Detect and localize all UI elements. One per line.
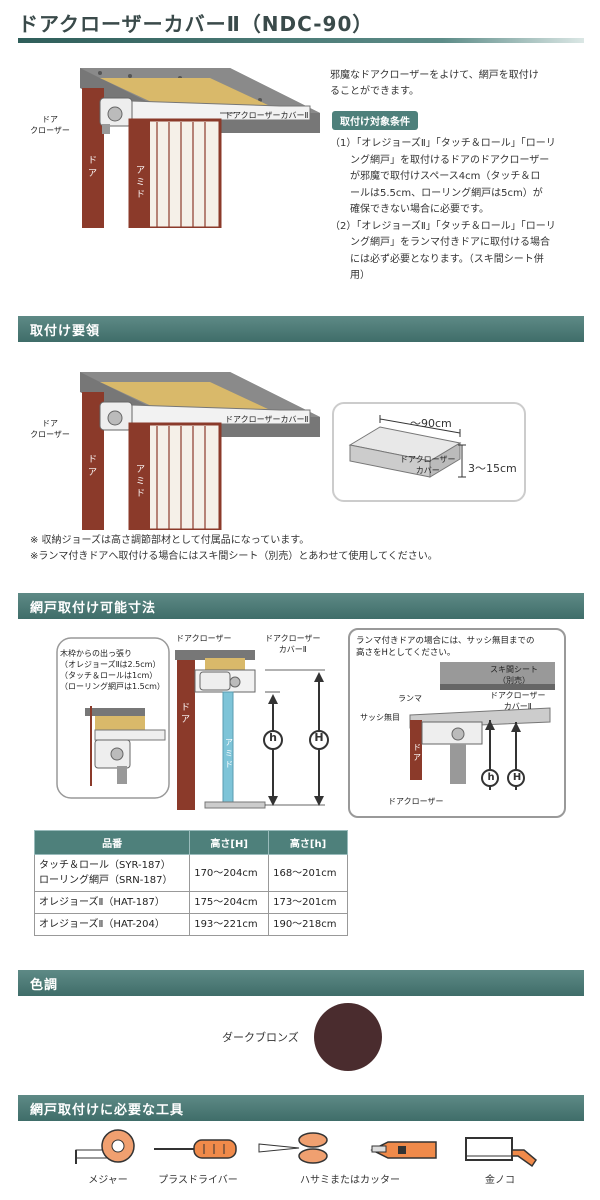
spec-cell-height-small: 168～201cm <box>268 854 348 892</box>
label-gap-sheet: スキ間シート （別売） <box>490 665 538 685</box>
spec-cell-model: オレジョーズⅡ（HAT-187） <box>33 891 191 914</box>
rail-detail-illustration <box>348 415 466 478</box>
hacksaw-icon <box>465 1137 537 1168</box>
install-label-cover: ドアクローザーカバーⅡ <box>225 415 309 424</box>
title-underline <box>18 38 584 43</box>
spec-header-model: 品番 <box>33 830 191 855</box>
ranma-illustration: ド ア <box>409 662 555 790</box>
svg-text:ア: ア <box>181 715 190 725</box>
tape-measure-icon <box>75 1129 135 1164</box>
spec-cell-height-big: 175～204cm <box>189 891 270 914</box>
svg-text:ド: ド <box>88 156 97 166</box>
section-install-header: 取付け要領 <box>18 316 584 342</box>
spec-header-height-big: 高さ[H] <box>189 830 270 855</box>
spec-cell-height-small: 190～218cm <box>268 913 348 936</box>
svg-text:ド: ド <box>225 760 233 769</box>
svg-text:ミ: ミ <box>136 477 145 487</box>
protrusion-zoom-illustration <box>56 637 170 799</box>
mid-label-cover: ドアクローザー カバーⅡ <box>265 634 321 654</box>
table-row: オレジョーズⅡ（HAT-187） 175～204cm 173～201cm <box>33 891 348 914</box>
height-measure-illustration: ド ア ア ミ ド <box>175 650 329 810</box>
ranma-label-h-small: h <box>487 772 495 783</box>
ranma-label-cover: ドアクローザー カバーⅡ <box>490 691 546 711</box>
svg-text:ド: ド <box>88 455 97 465</box>
spec-cell-model: タッチ＆ロール（SYR-187） ローリング網戸（SRN-187） <box>33 854 191 892</box>
svg-text:ア: ア <box>88 169 97 179</box>
install-illustration: ド ア ア ミ ド <box>80 372 320 530</box>
svg-text:ア: ア <box>225 738 233 747</box>
label-ranma: ランマ <box>398 694 422 703</box>
section-size-header: 網戸取付け可能寸法 <box>18 593 584 619</box>
svg-text:ミ: ミ <box>136 178 145 188</box>
protrusion-note: 木枠からの出っ張り （オレジョーズⅡは2.5cm） （タッチ＆ロールは1cm） … <box>60 649 165 691</box>
section-tools-header: 網戸取付けに必要な工具 <box>18 1095 584 1121</box>
label-h-big: H <box>314 731 324 744</box>
install-label-door-closer: ドア クローザー <box>30 419 70 439</box>
ranma-label-h-big: H <box>512 772 522 783</box>
screwdriver-icon <box>154 1139 237 1159</box>
section-color-header: 色調 <box>18 970 584 996</box>
cutter-icon <box>370 1141 437 1159</box>
table-row: オレジョーズⅡ（HAT-204） 193～221cm 190～218cm <box>33 913 348 936</box>
mid-label-door-closer: ドアクローザー <box>176 634 232 643</box>
color-name: ダークブロンズ <box>222 1031 299 1044</box>
install-notes: ※ 収納ジョーズは高さ調節部材として付属品になっています。 ※ランマ付きドアへ取… <box>30 535 438 562</box>
rail-dim-width: ～90cm <box>410 417 452 430</box>
tool-label-scissors-cutter: ハサミまたはカッター <box>300 1175 400 1186</box>
spec-header-height-small: 高さ[h] <box>268 830 348 855</box>
label-door-closer: ドア クローザー <box>30 115 70 135</box>
door-closer-cover-illustration: ド ア ア ミ ド <box>80 68 320 228</box>
label-sash: サッシ無目 <box>360 713 400 722</box>
svg-text:ド: ド <box>136 489 145 499</box>
tool-label-measure: メジャー <box>88 1175 128 1186</box>
conditions-badge: 取付け対象条件 <box>332 111 418 130</box>
rail-dim-height: 3～15cm <box>468 462 517 475</box>
ranma-box-title: ランマ付きドアの場合には、サッシ無目までの 高さをHとしてください。 <box>356 636 535 658</box>
page-title: ドアクローザーカバーⅡ（NDC-90） <box>18 12 374 36</box>
spec-cell-model: オレジョーズⅡ（HAT-204） <box>33 913 191 936</box>
spec-table-header-row: 品番 高さ[H] 高さ[h] <box>33 830 348 855</box>
svg-text:ア: ア <box>88 468 97 478</box>
scissors-icon <box>258 1132 328 1164</box>
svg-text:ア: ア <box>413 753 421 762</box>
intro-description: 邪魔なドアクローザーをよけて、網戸を取付け ることができます。 <box>330 70 539 97</box>
spec-cell-height-small: 173～201cm <box>268 891 348 914</box>
svg-text:ド: ド <box>181 703 190 713</box>
label-cover: ドアクローザーカバーⅡ <box>225 111 309 120</box>
spec-cell-height-big: 170～204cm <box>189 854 270 892</box>
color-swatch <box>314 1003 382 1071</box>
svg-text:ド: ド <box>413 743 421 752</box>
conditions-list: （1）「オレジョーズⅡ」「タッチ＆ロール」「ローリ ング網戸」を取付けるドアのド… <box>330 138 556 281</box>
rail-part-label: ドアクローザー カバー <box>400 455 456 475</box>
table-row: タッチ＆ロール（SYR-187） ローリング網戸（SRN-187） 170～20… <box>33 854 348 892</box>
svg-text:ド: ド <box>136 190 145 200</box>
svg-text:ア: ア <box>136 465 145 475</box>
tool-label-screwdriver: プラスドライバー <box>158 1175 238 1186</box>
spec-cell-height-big: 193～221cm <box>189 913 270 936</box>
spec-table: 品番 高さ[H] 高さ[h] タッチ＆ロール（SYR-187） ローリング網戸（… <box>33 830 348 936</box>
ranma-label-door-closer: ドアクローザー <box>388 797 444 806</box>
label-h-small: h <box>269 731 277 744</box>
svg-text:ミ: ミ <box>225 749 233 758</box>
tool-label-hacksaw: 金ノコ <box>485 1175 515 1186</box>
svg-text:ア: ア <box>136 166 145 176</box>
